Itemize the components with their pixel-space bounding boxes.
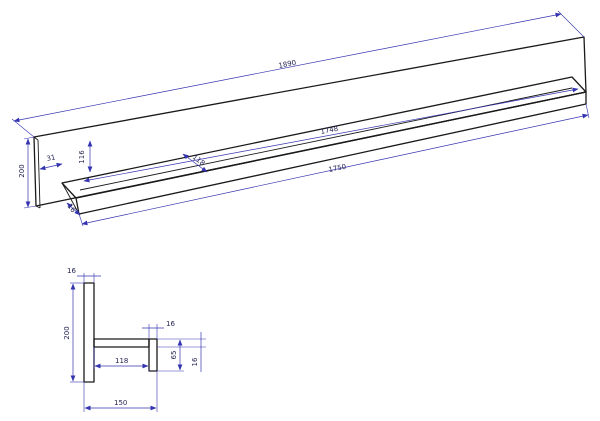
dim-shelf-thickness-top: 16 <box>142 320 175 339</box>
dim-offset: 31 <box>39 153 63 171</box>
dim-lip-bottom: 16 <box>157 332 206 372</box>
side-view: 16 200 16 118 65 <box>63 267 206 412</box>
side-profile <box>83 282 158 383</box>
dim-side-shelf-depth: 118 <box>93 347 150 371</box>
shelf <box>61 76 587 215</box>
dim-offset-label: 31 <box>46 153 56 163</box>
isometric-view: 1890 1748 1750 200 116 31 <box>11 10 590 227</box>
dim-shelf-thickness-top-label: 16 <box>166 320 175 328</box>
dim-shelf-depth: 118 <box>182 153 208 173</box>
dim-total-depth: 150 <box>83 371 158 412</box>
dim-total-length-label: 1890 <box>278 59 297 70</box>
dim-lip-height: 65 <box>157 338 184 372</box>
dim-side-shelf-depth-label: 118 <box>115 357 128 365</box>
dim-panel-height-label: 200 <box>63 326 71 339</box>
dim-total-length: 1890 <box>11 10 585 138</box>
dim-lip-bottom-label: 16 <box>191 357 199 366</box>
dim-height-label: 200 <box>18 164 26 177</box>
dim-inner-height: 116 <box>78 140 93 173</box>
dim-panel-height: 200 <box>63 282 84 383</box>
dim-total-depth-label: 150 <box>114 399 127 407</box>
dim-panel-thickness-label: 16 <box>67 267 76 275</box>
dim-panel-thickness: 16 <box>67 267 101 283</box>
dim-shelf-length: 1750 <box>78 103 590 227</box>
dim-thickness-label: 16 <box>65 202 77 214</box>
dim-lip-height-label: 65 <box>170 351 178 360</box>
dim-height: 200 <box>18 136 37 209</box>
dim-inner-height-label: 116 <box>78 150 86 164</box>
dim-shelf-length-label: 1750 <box>328 163 347 174</box>
